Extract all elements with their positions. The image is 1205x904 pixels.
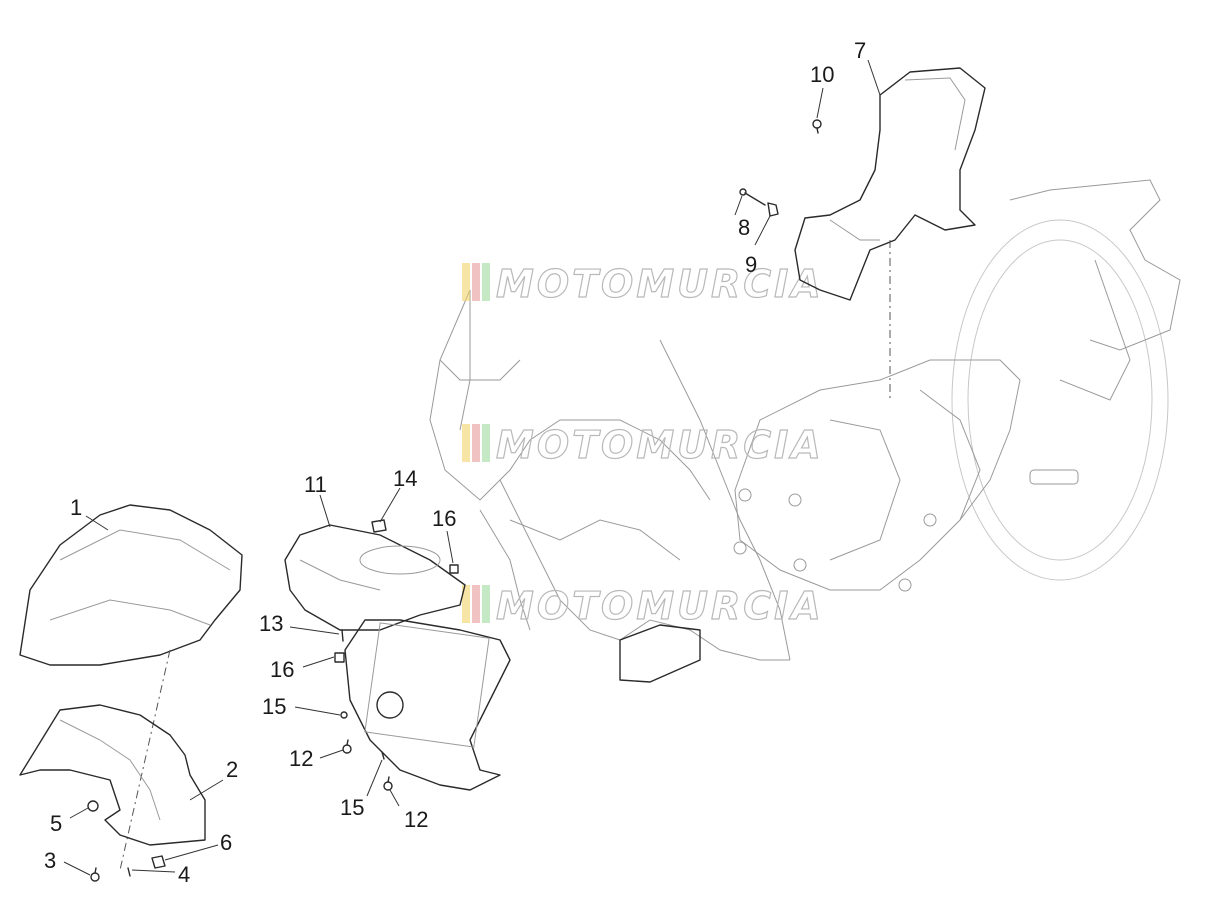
screw-3-part[interactable] (90, 867, 100, 882)
watermark-text: MOTOMURCIA (496, 584, 824, 628)
screw-12-upper-part[interactable] (342, 739, 352, 754)
inner-front-mudguard-part[interactable] (19, 704, 206, 846)
leader-lines (63, 59, 881, 876)
callout-11: 11 (304, 472, 327, 497)
headlight-housing-part[interactable] (284, 524, 466, 631)
callout-10: 10 (810, 62, 834, 87)
callout-12-upper: 12 (289, 746, 313, 771)
callout-3: 3 (44, 848, 56, 873)
callout-16-lower: 16 (270, 657, 294, 682)
callout-15-lower: 15 (340, 795, 364, 820)
callout-14: 14 (393, 466, 417, 491)
clip-6-part[interactable] (151, 855, 166, 869)
watermark-top: MOTOMURCIA (462, 261, 824, 307)
bolt-8-part[interactable] (739, 188, 766, 206)
nut-5-part[interactable] (87, 800, 99, 812)
front-grille-part[interactable] (344, 619, 511, 791)
screw-13-part[interactable] (341, 629, 344, 642)
clip-16-lower-part[interactable] (334, 652, 345, 663)
screw-10-part[interactable] (812, 119, 822, 134)
clip-16-upper-part[interactable] (449, 564, 459, 574)
screw-4-part[interactable] (127, 867, 131, 877)
callout-12-lower: 12 (404, 807, 428, 832)
callout-9: 9 (745, 252, 757, 277)
watermark-text: MOTOMURCIA (496, 423, 824, 467)
callout-5: 5 (50, 811, 62, 836)
clip-14-part[interactable] (371, 519, 387, 533)
callout-6: 6 (220, 830, 232, 855)
watermark-middle: MOTOMURCIA (462, 422, 824, 468)
watermark-text: MOTOMURCIA (496, 262, 824, 306)
front-mudguard-part[interactable] (19, 504, 243, 666)
front-mudguard-axis (119, 649, 171, 871)
callout-8: 8 (738, 215, 750, 240)
screw-15-lower-part[interactable] (381, 751, 385, 760)
clip-9-part[interactable] (767, 202, 779, 217)
scooter-body-background (429, 179, 1181, 683)
callout-2: 2 (226, 757, 238, 782)
rear-mudguard-part[interactable] (794, 67, 986, 301)
callout-13: 13 (259, 611, 283, 636)
watermark-bottom: MOTOMURCIA (462, 583, 824, 629)
screw-12-lower-part[interactable] (383, 776, 393, 791)
callout-1: 1 (70, 495, 82, 520)
nut-15-upper-part[interactable] (340, 711, 348, 719)
callout-4: 4 (178, 862, 190, 887)
callout-15-upper: 15 (262, 694, 286, 719)
callout-7: 7 (854, 38, 866, 63)
callout-16-upper: 16 (432, 506, 456, 531)
